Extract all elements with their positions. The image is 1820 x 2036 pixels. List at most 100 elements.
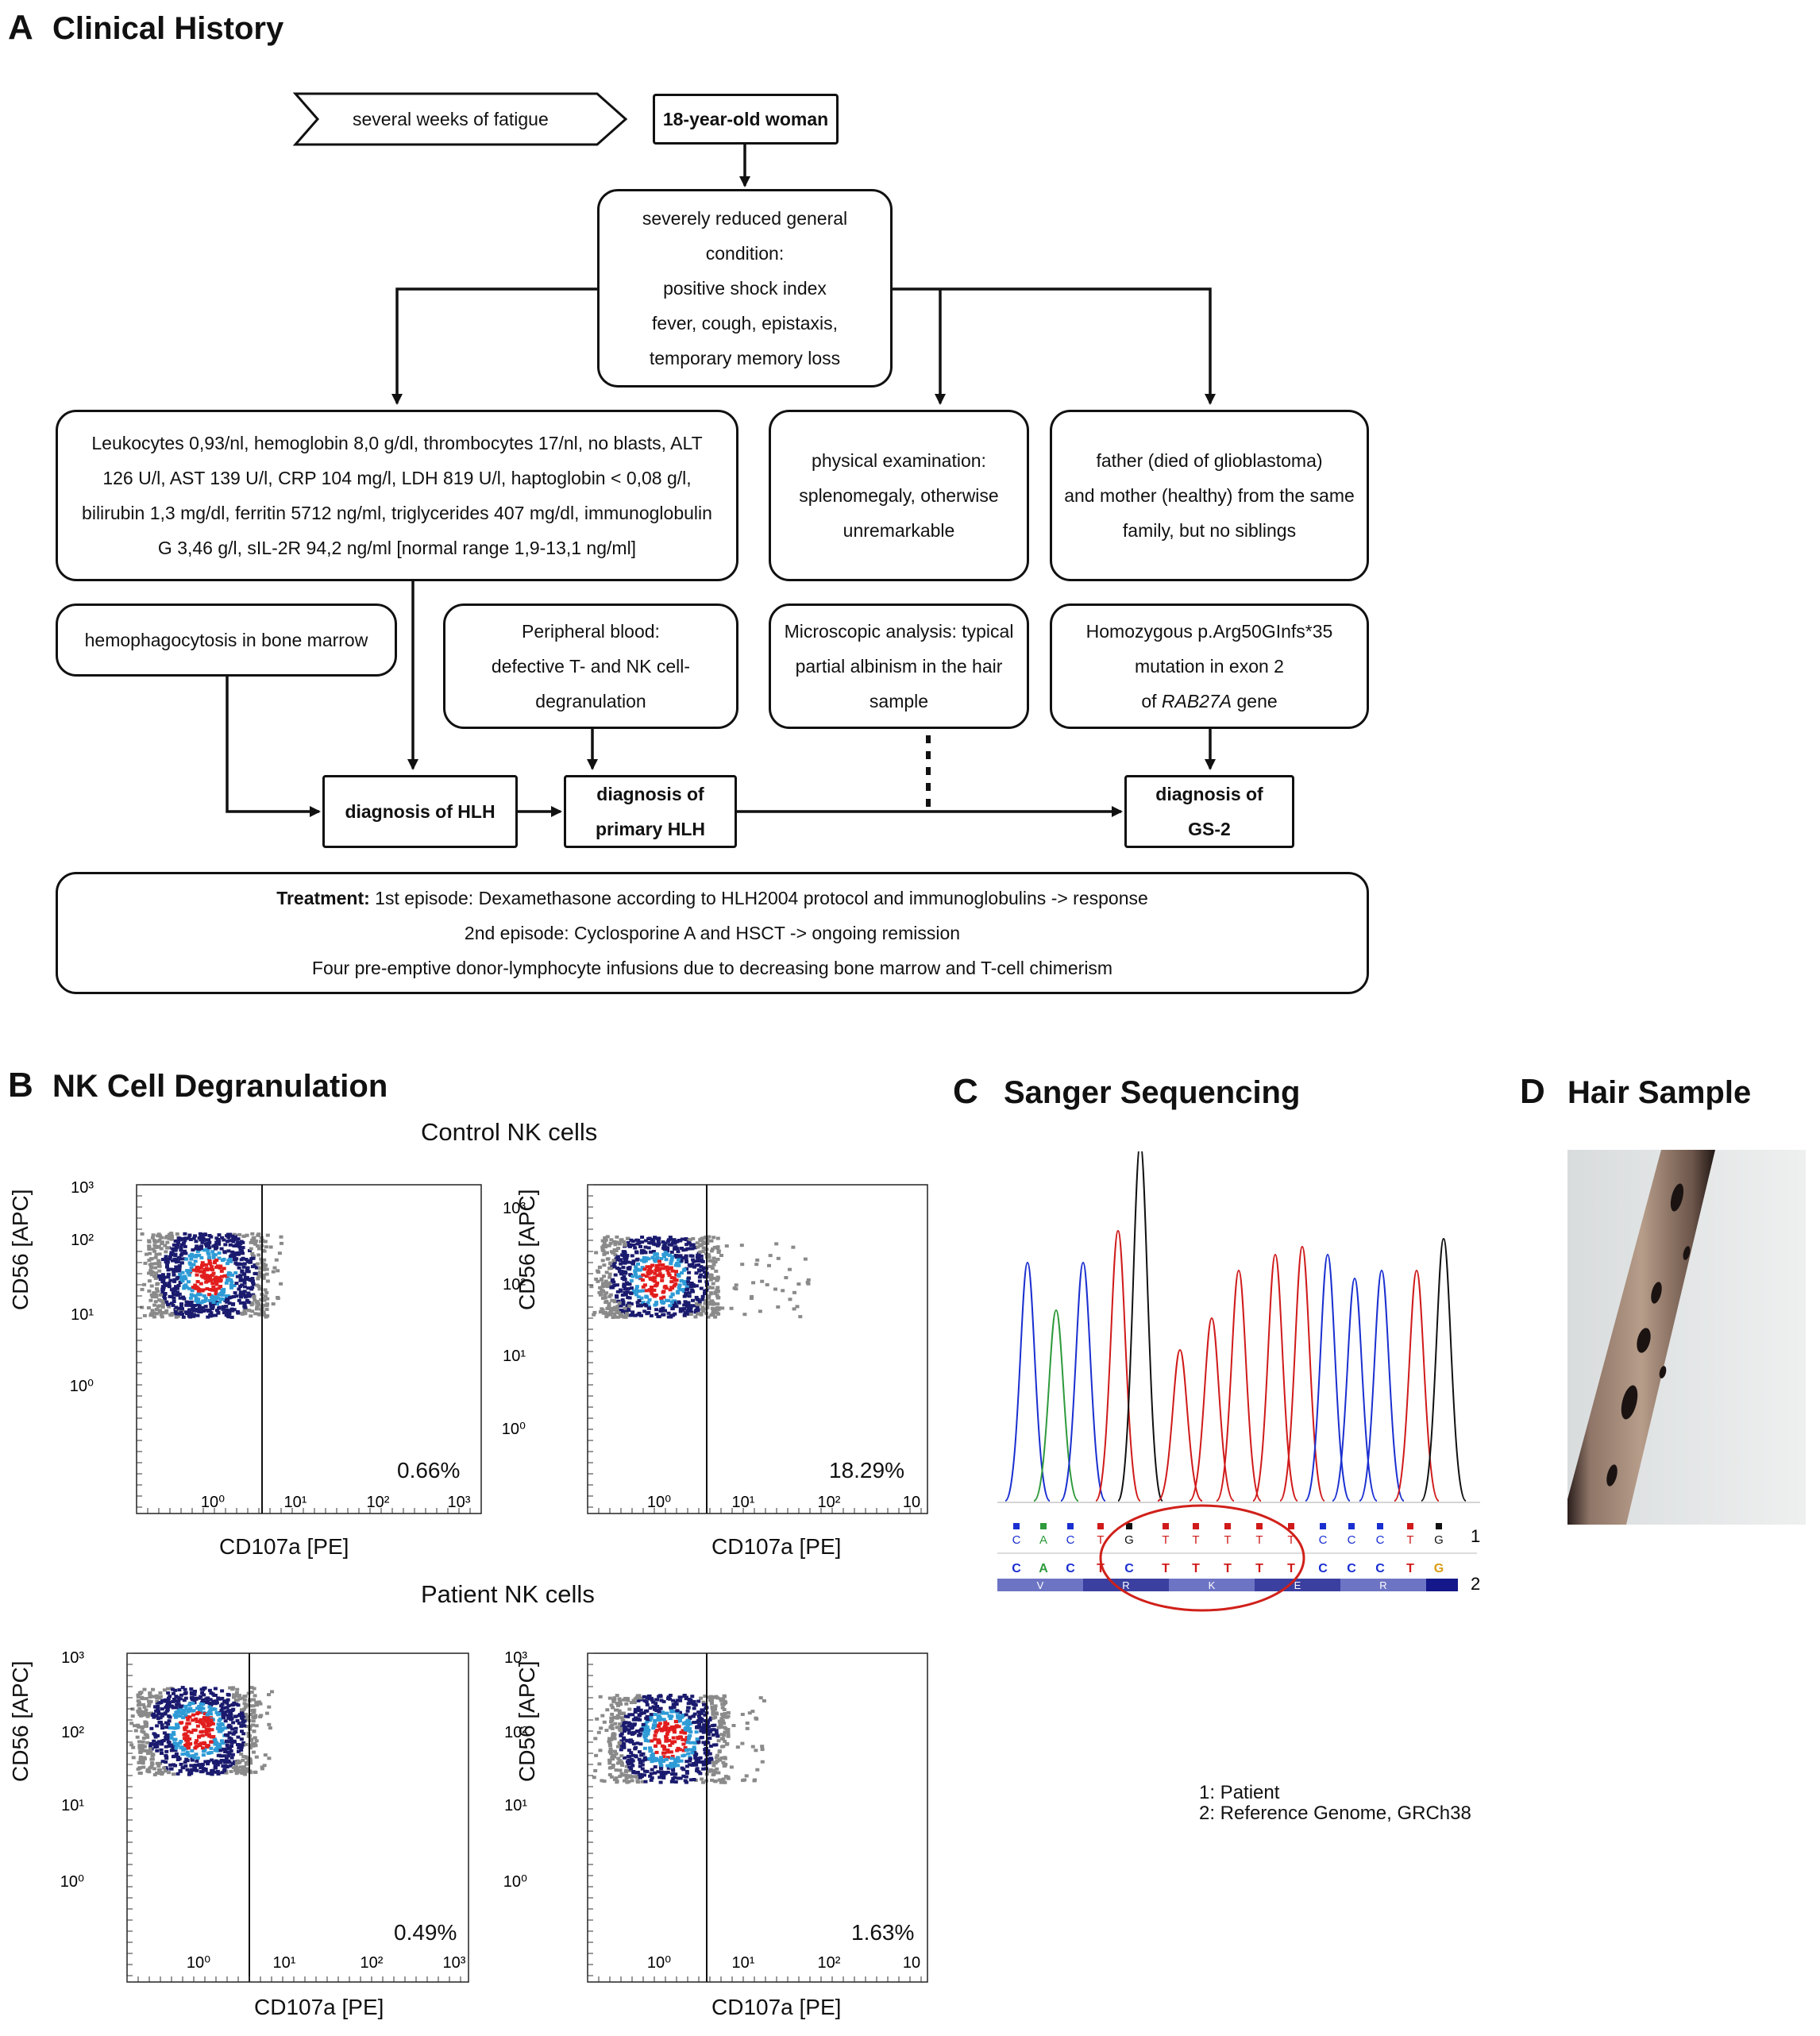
- event-dot: [175, 1772, 180, 1776]
- event-dot: [227, 1239, 232, 1243]
- event-dot: [199, 1306, 204, 1310]
- event-dot: [202, 1718, 207, 1722]
- event-dot: [668, 1304, 673, 1308]
- event-dot: [221, 1259, 225, 1263]
- event-dot: [684, 1713, 688, 1717]
- event-dot: [626, 1699, 630, 1702]
- event-dot: [638, 1268, 642, 1272]
- event-dot: [149, 1266, 153, 1270]
- event-dot: [191, 1718, 195, 1722]
- event-dot: [701, 1726, 706, 1729]
- event-dot: [655, 1244, 660, 1247]
- event-dot: [216, 1753, 221, 1757]
- event-dot: [229, 1756, 234, 1760]
- event-dot: [698, 1244, 703, 1247]
- event-dot: [179, 1302, 183, 1306]
- event-dot: [195, 1706, 199, 1710]
- base-marker: [1126, 1523, 1132, 1529]
- event-dot: [715, 1759, 719, 1763]
- event-dot: [689, 1282, 694, 1285]
- event-dot: [222, 1287, 226, 1291]
- event-dot: [653, 1279, 657, 1283]
- event-dot: [679, 1730, 684, 1734]
- event-dot: [174, 1706, 179, 1710]
- event-dot: [204, 1308, 209, 1312]
- event-dot: [237, 1714, 241, 1718]
- event-dot: [661, 1776, 666, 1780]
- reference-base: T: [1224, 1562, 1232, 1575]
- event-dot: [612, 1312, 617, 1316]
- event-dot: [692, 1246, 697, 1250]
- event-dot: [191, 1702, 195, 1705]
- event-dot: [615, 1267, 619, 1270]
- event-dot: [650, 1286, 654, 1289]
- event-dot: [619, 1313, 623, 1317]
- event-dot: [172, 1300, 176, 1303]
- event-dot: [226, 1240, 230, 1244]
- event-dot: [194, 1717, 199, 1721]
- event-dot: [203, 1242, 208, 1246]
- event-dot: [622, 1711, 626, 1715]
- reference-base: T: [1192, 1562, 1200, 1575]
- event-dot: [172, 1270, 176, 1274]
- event-dot: [224, 1699, 229, 1703]
- event-dot: [604, 1315, 609, 1319]
- event-dot: [639, 1296, 644, 1300]
- event-dot: [141, 1761, 145, 1765]
- event-dot: [200, 1691, 205, 1695]
- event-dot: [687, 1698, 692, 1702]
- x-decade-label: 10²: [818, 1494, 841, 1511]
- y-decade-label: 10¹: [504, 1797, 527, 1814]
- event-dot: [653, 1765, 657, 1769]
- event-dot: [230, 1762, 235, 1766]
- event-dot: [760, 1760, 765, 1764]
- event-dot: [623, 1244, 627, 1247]
- event-dot: [676, 1250, 681, 1254]
- event-dot: [199, 1270, 203, 1274]
- event-dot: [248, 1260, 253, 1264]
- event-dot: [627, 1707, 632, 1711]
- event-dot: [179, 1693, 183, 1697]
- event-dot: [165, 1702, 170, 1706]
- event-dot: [704, 1742, 708, 1746]
- event-dot: [634, 1776, 639, 1780]
- event-dot: [700, 1305, 705, 1309]
- event-dot: [622, 1278, 627, 1282]
- event-dot: [635, 1741, 640, 1745]
- event-dot: [138, 1710, 143, 1714]
- event-dot: [694, 1763, 699, 1767]
- event-dot: [649, 1250, 653, 1254]
- event-dot: [206, 1762, 210, 1766]
- event-dot: [611, 1753, 615, 1757]
- event-dot: [175, 1232, 179, 1236]
- event-dot: [184, 1236, 189, 1240]
- event-dot: [629, 1726, 634, 1730]
- event-dot: [646, 1739, 651, 1743]
- event-dot: [174, 1257, 179, 1261]
- event-dot: [677, 1695, 682, 1699]
- event-dot: [707, 1235, 711, 1239]
- event-dot: [702, 1723, 707, 1727]
- event-dot: [663, 1728, 668, 1732]
- event-dot: [684, 1764, 689, 1768]
- event-dot: [643, 1239, 648, 1243]
- event-dot: [231, 1732, 236, 1736]
- event-dot: [633, 1747, 638, 1751]
- trace-peak: [1189, 1317, 1235, 1502]
- event-dot: [688, 1306, 693, 1310]
- event-dot: [798, 1315, 803, 1319]
- event-dot: [633, 1246, 638, 1250]
- event-dot: [657, 1724, 661, 1728]
- event-dot: [214, 1296, 218, 1300]
- event-dot: [671, 1776, 676, 1780]
- event-dot: [610, 1278, 615, 1282]
- event-dot: [610, 1712, 615, 1716]
- event-dot: [682, 1753, 687, 1757]
- event-dot: [628, 1243, 633, 1247]
- event-dot: [155, 1282, 160, 1286]
- event-dot: [600, 1714, 605, 1718]
- event-dot: [626, 1282, 630, 1286]
- event-dot: [644, 1730, 649, 1734]
- event-dot: [660, 1275, 665, 1279]
- event-dot: [609, 1775, 614, 1779]
